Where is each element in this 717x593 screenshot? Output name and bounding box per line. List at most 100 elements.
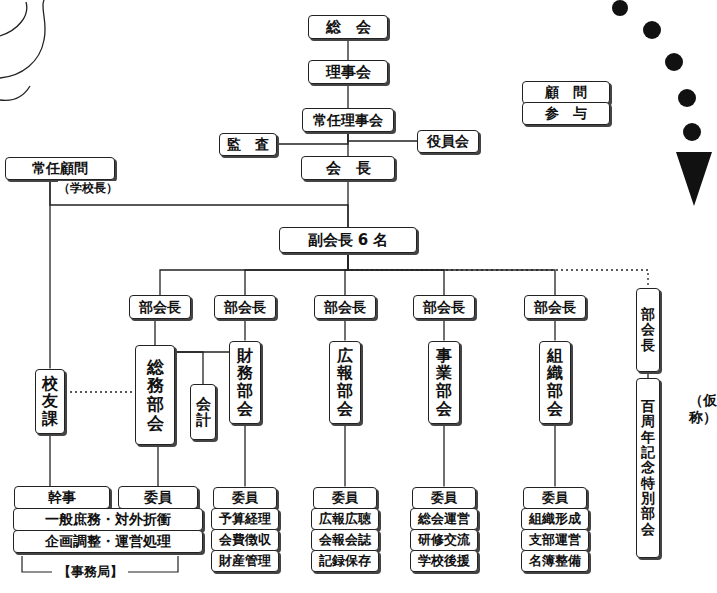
box-text: 理事会 xyxy=(326,63,371,81)
connector-line xyxy=(244,319,245,341)
org-box: 副会長 6 名 xyxy=(279,227,417,253)
connector-line xyxy=(554,424,555,487)
connector-line xyxy=(348,132,417,141)
box-text: 参 与 xyxy=(545,105,587,122)
box-text: 会報会誌 xyxy=(319,532,371,548)
org-box: 一般庶務・対外折衝 xyxy=(13,508,203,531)
connector-line xyxy=(244,424,245,487)
box-text: 委員 xyxy=(144,489,172,506)
connector-line xyxy=(443,319,444,341)
connector-line xyxy=(175,352,203,384)
box-text: 部会長 xyxy=(324,299,366,316)
box-text: 部会長 xyxy=(139,299,181,316)
decor-dot xyxy=(643,21,661,39)
org-box: 名簿整備 xyxy=(521,550,589,572)
box-text: 支部運営 xyxy=(529,532,581,548)
org-box: 支部運営 xyxy=(521,529,589,551)
box-text: 広報広聴 xyxy=(319,511,371,527)
org-box: 会報会誌 xyxy=(311,529,379,551)
box-text: 一般庶務・対外折衝 xyxy=(45,511,171,528)
org-box: 記録保存 xyxy=(311,550,379,572)
vertical-box: 総務部会 xyxy=(135,345,175,445)
connector-line xyxy=(49,180,50,369)
corner-curve xyxy=(0,2,27,36)
box-text: 百周年記念特別部会 xyxy=(641,399,655,538)
vertical-box: 会計 xyxy=(190,384,216,440)
org-box: 理事会 xyxy=(308,60,388,84)
decor-dot xyxy=(665,53,683,71)
org-box: 顧 問 xyxy=(522,81,610,104)
connector-line xyxy=(49,434,50,487)
box-text: 企画調整・運営処理 xyxy=(45,533,171,550)
box-text: 組織部会 xyxy=(547,347,563,417)
box-text: 組織形成 xyxy=(529,511,581,527)
decor-dot xyxy=(678,89,696,107)
box-text: 部会長 xyxy=(534,299,576,316)
org-box: 委員 xyxy=(213,487,277,509)
note-label: （仮称） xyxy=(689,392,703,426)
org-box: 参 与 xyxy=(522,102,610,125)
box-text: 総 会 xyxy=(326,18,371,36)
org-box: 予算経理 xyxy=(211,508,279,530)
org-box: 部会長 xyxy=(129,295,191,319)
org-box: 常任顧問 xyxy=(5,157,115,180)
org-box: 監 査 xyxy=(219,133,277,156)
corner-curve xyxy=(0,86,30,100)
box-text: 委員 xyxy=(542,490,568,506)
connector-line xyxy=(277,132,348,144)
box-text: 財務部会 xyxy=(237,347,253,417)
connector-line xyxy=(348,253,444,295)
org-box: 委員 xyxy=(523,487,587,509)
org-box: 幹事 xyxy=(14,486,110,509)
box-text: 広報部会 xyxy=(337,347,353,417)
dotted-connector xyxy=(65,391,135,392)
org-box: 部会長 xyxy=(314,295,376,319)
connector-line xyxy=(443,424,444,487)
box-text: 会費徴収 xyxy=(219,532,271,548)
org-box: 委員 xyxy=(118,486,198,509)
org-box: 学校後援 xyxy=(410,550,478,572)
box-text: 副会長 6 名 xyxy=(308,231,389,249)
connector-line xyxy=(154,319,155,345)
vertical-box: 広報部会 xyxy=(329,341,361,424)
connector-line xyxy=(245,253,348,295)
connector-line xyxy=(347,84,348,108)
box-text: 役員会 xyxy=(427,133,469,150)
connector-line xyxy=(347,39,348,60)
org-box: 財産管理 xyxy=(211,550,279,572)
org-box: 部会長 xyxy=(524,295,586,319)
box-text: 総務部会 xyxy=(147,358,164,433)
box-text: 事業部会 xyxy=(436,347,452,417)
box-text: 予算経理 xyxy=(219,511,271,527)
org-box: 部会長 xyxy=(214,295,276,319)
box-text: 学校後援 xyxy=(418,553,470,569)
org-box: 組織形成 xyxy=(521,508,589,530)
connector-line xyxy=(344,319,345,341)
connector-line xyxy=(348,253,555,295)
org-box: 会 長 xyxy=(301,156,395,180)
org-box: 企画調整・運営処理 xyxy=(13,530,203,553)
org-box: 総会運営 xyxy=(410,508,478,530)
vertical-box: 校友課 xyxy=(35,369,65,434)
box-text: 幹事 xyxy=(48,489,76,506)
box-text: 委員 xyxy=(431,490,457,506)
box-text: 名簿整備 xyxy=(529,553,581,569)
note-label: 【事務局】 xyxy=(58,564,123,580)
box-text: 委員 xyxy=(332,490,358,506)
vertical-box: 部会長 xyxy=(636,288,660,372)
vertical-box: 百周年記念特別部会 xyxy=(636,378,660,558)
org-box: 部会長 xyxy=(413,295,475,319)
note-label: （学校長） xyxy=(58,181,118,195)
decor-dot xyxy=(612,0,628,16)
connector-line xyxy=(50,180,348,228)
connector-line xyxy=(160,253,348,295)
box-text: 部会長 xyxy=(423,299,465,316)
org-box: 常任理事会 xyxy=(302,108,394,132)
connector-line xyxy=(344,424,345,487)
box-text: 顧 問 xyxy=(545,84,587,101)
connector-line xyxy=(347,132,348,156)
box-text: 記録保存 xyxy=(319,553,371,569)
box-text: 部会長 xyxy=(224,299,266,316)
box-text: 監 査 xyxy=(227,136,269,153)
vertical-box: 財務部会 xyxy=(229,341,261,424)
